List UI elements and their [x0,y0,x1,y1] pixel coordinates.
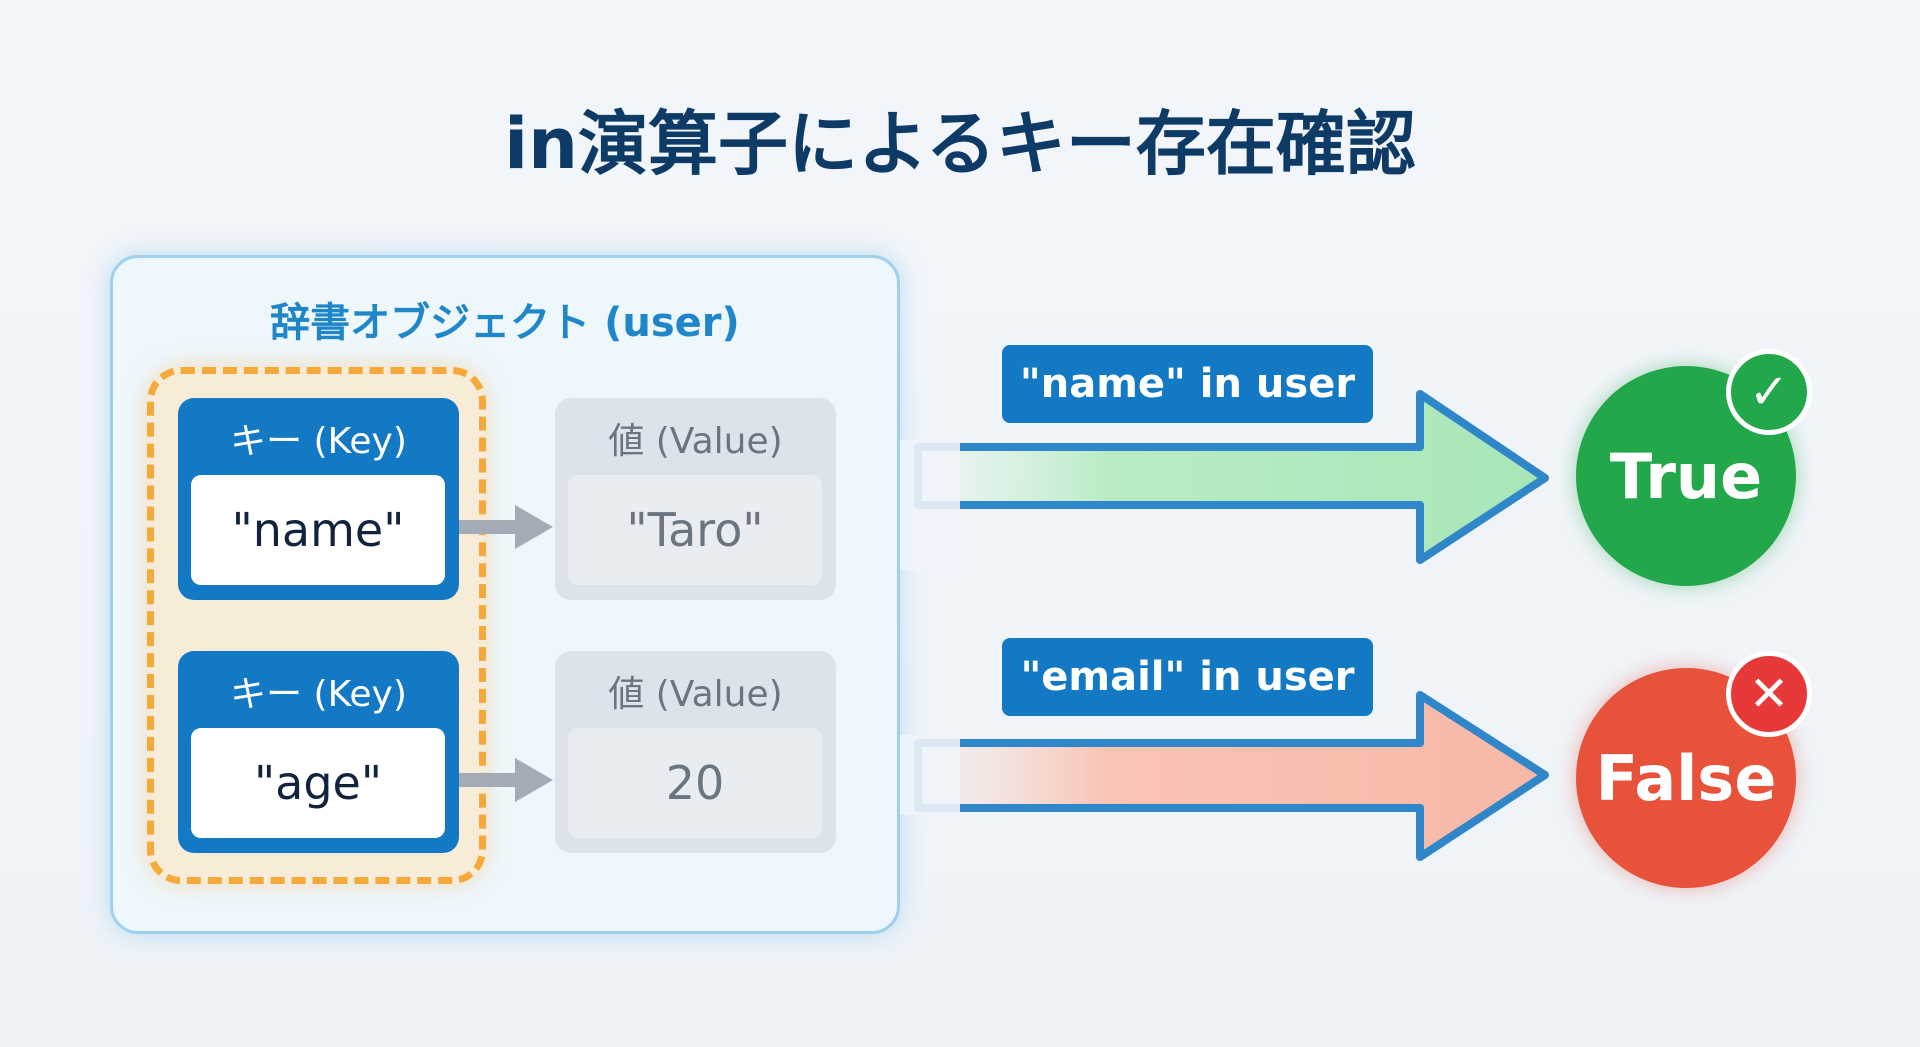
value-box: 値 (Value) "Taro" [555,398,836,600]
key-box: キー (Key) "age" [178,651,459,853]
small-arrow-1 [459,505,553,549]
expression-email-in-user: "email" in user [1002,638,1373,716]
check-icon: ✓ [1726,349,1812,435]
value-label: 値 (Value) [608,674,783,715]
key-label: キー (Key) [230,421,407,462]
small-arrow-2 [459,758,553,802]
key-label: キー (Key) [230,674,407,715]
value-label: 値 (Value) [608,421,783,462]
key-box: キー (Key) "name" [178,398,459,600]
true-arrow [914,390,1549,564]
page-title: in演算子によるキー存在確認 [504,103,1416,185]
value-value: "Taro" [568,475,822,585]
false-arrow [914,691,1549,861]
value-value: 20 [568,728,822,838]
expression-name-in-user: "name" in user [1002,345,1373,423]
key-value: "name" [191,475,445,585]
x-icon: ✕ [1726,651,1812,737]
value-box: 値 (Value) 20 [555,651,836,853]
key-value: "age" [191,728,445,838]
dictionary-title: 辞書オブジェクト (user) [270,300,740,346]
